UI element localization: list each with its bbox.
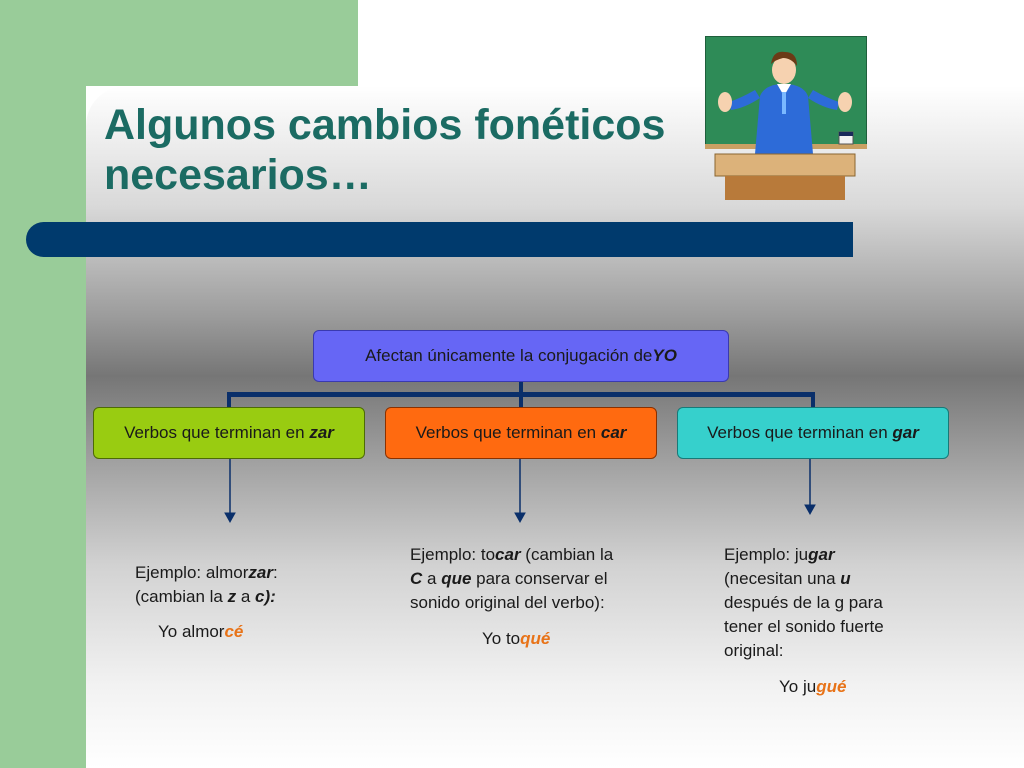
- root-node: Afectan únicamente la conjugación de YO: [313, 330, 729, 382]
- branch-node-gar: Verbos que terminan en gar: [677, 407, 949, 459]
- example-car-que: que: [441, 569, 472, 588]
- example-gar-u: u: [840, 569, 851, 588]
- result-zar: Yo almorcé: [158, 620, 243, 644]
- title-line-2: necesarios…: [104, 151, 372, 199]
- branch-car-text: Verbos que terminan en: [415, 423, 597, 442]
- slide-title: Algunos cambios fonéticos necesarios…: [104, 100, 665, 200]
- teacher-clipart: [705, 36, 867, 200]
- root-node-text: Afectan únicamente la conjugación de: [365, 346, 653, 365]
- title-line-1: Algunos cambios fonéticos: [104, 101, 666, 149]
- connector-drop-car: [519, 392, 523, 407]
- result-car-text: Yo to: [482, 629, 521, 648]
- example-gar-verb: gar: [808, 545, 835, 564]
- branch-node-zar: Verbos que terminan en zar: [93, 407, 365, 459]
- branch-car-em: car: [600, 423, 627, 442]
- title-underline-band: [26, 222, 853, 257]
- top-green-block: [86, 0, 358, 86]
- connector-drop-zar: [227, 392, 231, 407]
- example-car-verb: car: [495, 545, 521, 564]
- example-gar-line1: Ejemplo: ju: [724, 545, 809, 564]
- branch-node-car: Verbos que terminan en car: [385, 407, 657, 459]
- example-car-line2-rest: para conservar el: [471, 569, 608, 588]
- top-white-area: [358, 0, 1024, 86]
- example-zar-a: a: [236, 587, 256, 606]
- example-zar-c: c):: [255, 587, 276, 606]
- example-car-c: C: [410, 569, 423, 588]
- example-gar-line2: (necesitan una: [724, 569, 841, 588]
- example-zar-colon: :: [272, 563, 278, 582]
- result-gar: Yo jugué: [779, 675, 846, 699]
- example-zar-verb: zar: [248, 563, 273, 582]
- branch-zar-text: Verbos que terminan en: [124, 423, 305, 442]
- example-gar: Ejemplo: jugar (necesitan una u después …: [724, 543, 884, 663]
- example-gar-line3: después de la g para: [724, 593, 883, 612]
- result-car-ending: qué: [520, 629, 551, 648]
- result-gar-text: Yo ju: [779, 677, 817, 696]
- result-gar-ending: gué: [816, 677, 847, 696]
- example-car-a: a: [422, 569, 442, 588]
- example-car-rest: (cambian la: [520, 545, 614, 564]
- example-zar-z: z: [227, 587, 237, 606]
- example-gar-line4: tener el sonido fuerte: [724, 617, 884, 636]
- example-zar: Ejemplo: almorzar: (cambian la z a c):: [135, 561, 278, 609]
- branch-zar-em: zar: [309, 423, 334, 442]
- connector-root-stem: [519, 382, 523, 394]
- branch-gar-em: gar: [892, 423, 919, 442]
- result-car: Yo toqué: [482, 627, 550, 651]
- example-gar-line5: original:: [724, 641, 784, 660]
- left-green-strip: [0, 0, 86, 768]
- example-car-line3: sonido original del verbo):: [410, 593, 605, 612]
- example-car: Ejemplo: tocar (cambian la C a que para …: [410, 543, 613, 615]
- result-zar-ending: cé: [224, 622, 244, 641]
- example-car-line1: Ejemplo: to: [410, 545, 496, 564]
- root-node-em: YO: [652, 346, 677, 365]
- branch-gar-text: Verbos que terminan en: [707, 423, 888, 442]
- example-zar-line1: Ejemplo: almor: [135, 563, 249, 582]
- result-zar-text: Yo almor: [158, 622, 225, 641]
- connector-drop-gar: [811, 392, 815, 407]
- example-zar-line2: (cambian la: [135, 587, 228, 606]
